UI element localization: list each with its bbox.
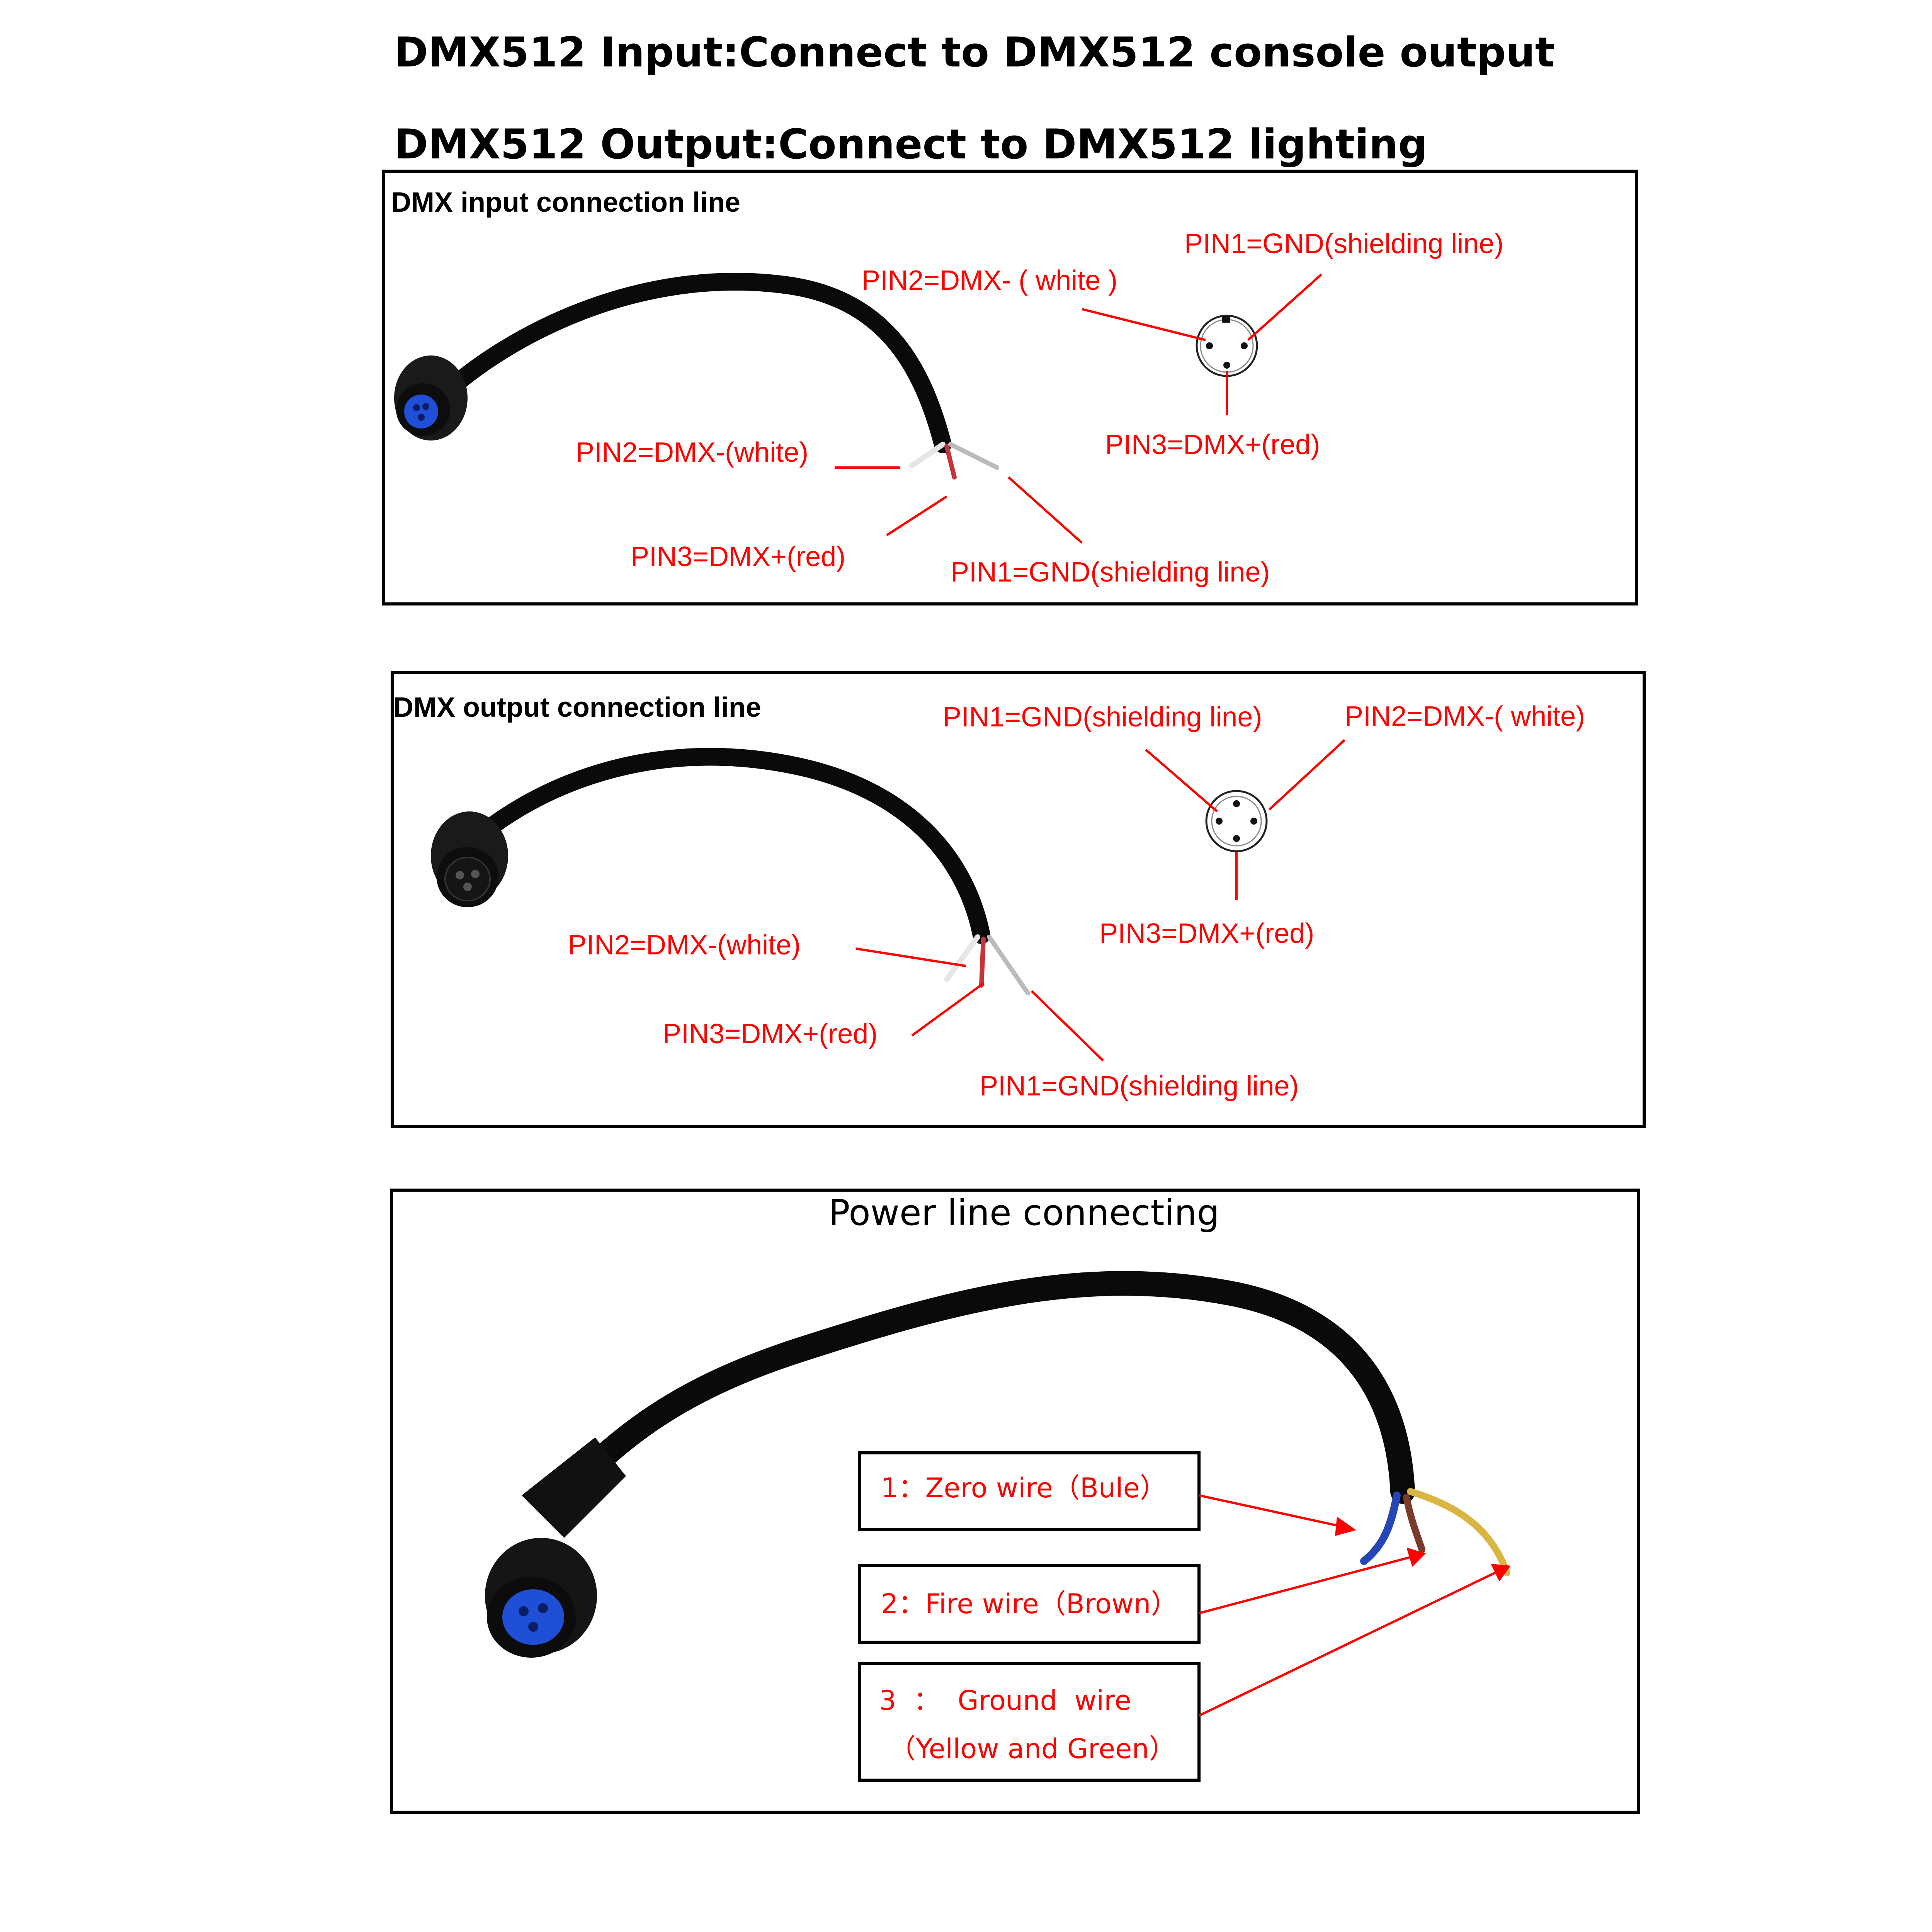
input-socket-label-pin2: PIN2=DMX- ( white ) — [862, 265, 1117, 296]
output-wire-label-pin3: PIN3=DMX+(red) — [663, 1019, 878, 1049]
output-lead-wire-pin1 — [1031, 990, 1104, 1062]
input-panel: DMX input connection line — [382, 170, 1638, 605]
four-pin-socket-icon — [1196, 315, 1258, 377]
ground-wire-label-line1: 3 ： Ground wire — [879, 1685, 1131, 1716]
output-socket-label-pin2: PIN2=DMX-( white) — [1345, 701, 1585, 732]
input-socket-label-pin1: PIN1=GND(shielding line) — [1184, 228, 1503, 259]
power-panel-title: Power line connecting — [828, 1192, 1219, 1233]
ground-wire-label-line2: （Yellow and Green） — [889, 1733, 1176, 1765]
output-panel: DMX output connection line — [391, 671, 1646, 1128]
zero-wire-label: 1：Zero wire（Bule） — [881, 1472, 1167, 1504]
input-wire-label-pin2: PIN2=DMX-(white) — [576, 437, 808, 468]
power-connector-icon — [485, 1437, 626, 1658]
input-panel-title: DMX input connection line — [391, 187, 740, 218]
four-pin-socket-icon — [1205, 790, 1268, 852]
output-cable — [459, 748, 990, 944]
power-panel: Power line connecting 1：Zero wire（Bule） … — [390, 1189, 1640, 1814]
input-lead-socket-pin1 — [1247, 273, 1323, 341]
output-wire-label-pin2: PIN2=DMX-(white) — [568, 930, 801, 961]
output-panel-frame — [391, 671, 1646, 1128]
fire-wire-label: 2：Fire wire（Brown） — [881, 1588, 1178, 1620]
power-panel-frame — [390, 1189, 1640, 1814]
output-lead-socket-pin2 — [1268, 739, 1346, 811]
arrow-fire-wire — [1199, 1548, 1426, 1614]
fire-wire-box — [858, 1564, 1201, 1644]
female-connector-icon — [394, 355, 468, 440]
input-socket-label-pin3: PIN3=DMX+(red) — [1105, 429, 1320, 460]
arrow-ground-wire — [1198, 1564, 1511, 1717]
power-wire-ends — [1360, 1488, 1510, 1576]
ground-wire-box — [858, 1662, 1201, 1782]
output-lead-wire-pin2 — [855, 947, 966, 967]
input-wire-ends — [909, 442, 999, 480]
output-wire-ends — [944, 934, 1030, 995]
input-panel-frame — [382, 170, 1638, 605]
input-cable — [435, 273, 952, 453]
arrow-zero-wire — [1199, 1494, 1356, 1536]
output-wire-label-pin1: PIN1=GND(shielding line) — [980, 1071, 1299, 1102]
header-line-output: DMX512 Output:Connect to DMX512 lighting — [394, 121, 1427, 168]
output-socket-label-pin1: PIN1=GND(shielding line) — [943, 702, 1262, 733]
input-lead-socket-pin2 — [1082, 308, 1206, 341]
male-connector-icon — [431, 811, 508, 907]
input-lead-wire-pin3 — [886, 495, 947, 536]
output-lead-socket-pin1 — [1145, 748, 1218, 813]
input-wire-label-pin1: PIN1=GND(shielding line) — [951, 557, 1270, 588]
output-socket-label-pin3: PIN3=DMX+(red) — [1099, 918, 1314, 949]
header-line-input: DMX512 Input:Connect to DMX512 console o… — [394, 29, 1554, 76]
input-wire-label-pin3: PIN3=DMX+(red) — [631, 541, 845, 572]
input-lead-wire-pin1 — [1007, 476, 1083, 544]
power-cable — [548, 1271, 1415, 1512]
output-lead-wire-pin3 — [911, 982, 984, 1037]
zero-wire-box — [858, 1451, 1201, 1531]
output-panel-title: DMX output connection line — [393, 692, 761, 723]
